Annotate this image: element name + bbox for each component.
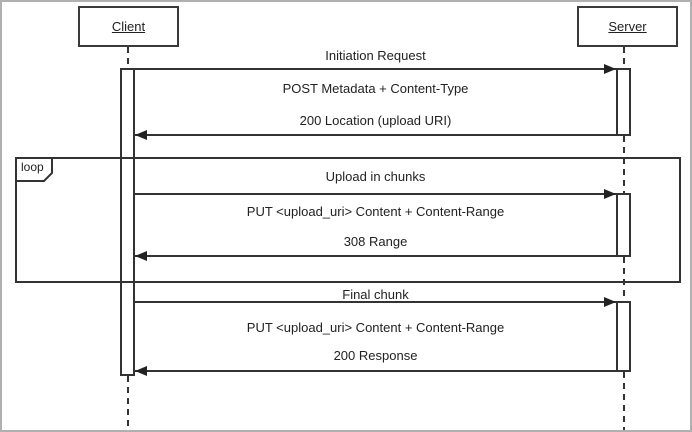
loop-pentagon <box>15 157 53 182</box>
message-line-response-3 <box>135 370 616 372</box>
arrow-right-icon <box>604 297 616 307</box>
server-activation-bar <box>616 193 631 257</box>
loop-fragment <box>15 157 681 283</box>
actor-client-label: Client <box>111 19 146 34</box>
server-lifeline-segment <box>623 136 625 193</box>
client-lifeline-segment <box>127 47 129 68</box>
request-message-label: PUT <upload_uri> Content + Content-Range <box>246 204 505 219</box>
message-label: Final chunk <box>342 287 409 302</box>
request-message-label: PUT <upload_uri> Content + Content-Range <box>246 320 505 335</box>
message-line-request-2 <box>135 193 616 195</box>
actor-client-box: Client <box>78 6 179 47</box>
arrow-left-icon <box>135 130 147 140</box>
arrow-right-icon <box>604 64 616 74</box>
client-activation-bar <box>120 68 135 376</box>
message-label: Upload in chunks <box>325 169 426 184</box>
message-line-response-2 <box>135 255 616 257</box>
server-activation-bar <box>616 301 631 372</box>
message-label: Initiation Request <box>325 48 426 63</box>
server-lifeline-segment <box>623 47 625 68</box>
server-activation-bar <box>616 68 631 136</box>
response-message-label: 200 Response <box>333 348 418 363</box>
actor-server-box: Server <box>577 6 678 47</box>
response-message-label: 308 Range <box>343 234 408 249</box>
message-line-request-1 <box>135 68 616 70</box>
arrow-right-icon <box>604 189 616 199</box>
arrow-left-icon <box>135 251 147 261</box>
server-lifeline-segment <box>623 372 625 430</box>
message-line-request-3 <box>135 301 616 303</box>
request-message-label: POST Metadata + Content-Type <box>282 81 469 96</box>
response-message-label: 200 Location (upload URI) <box>299 113 452 128</box>
actor-server-label: Server <box>608 19 647 34</box>
message-line-response-1 <box>135 134 616 136</box>
loop-operator-label: loop <box>21 160 44 174</box>
arrow-left-icon <box>135 366 147 376</box>
server-lifeline-segment <box>623 257 625 301</box>
client-lifeline-segment <box>127 376 129 430</box>
